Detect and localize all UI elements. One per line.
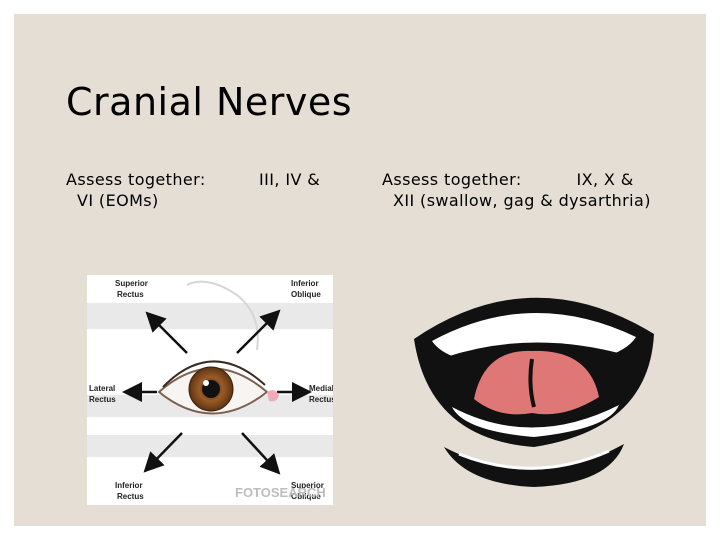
- label-inferior-rectus-2: Rectus: [117, 492, 144, 501]
- text-line: Assess together: IX, X &: [382, 170, 634, 189]
- mouth-icon: [414, 297, 654, 487]
- watermark-text: FOTOSEARCH: [235, 485, 326, 500]
- text-assess-swallow: Assess together: IX, X & XII (swallow, g…: [382, 169, 651, 211]
- mouth-illustration: [404, 279, 664, 501]
- slide-title: Cranial Nerves: [66, 80, 353, 124]
- eye-icon: [157, 360, 279, 415]
- label-superior-rectus-2: Rectus: [117, 290, 144, 299]
- text-line: XII (swallow, gag & dysarthria): [382, 191, 651, 210]
- arrow-inferior-oblique: [236, 309, 281, 354]
- label-inferior-oblique-2: Oblique: [291, 290, 321, 299]
- arrow-superior-rectus: [145, 311, 188, 354]
- label-superior-rectus: Superior: [115, 279, 148, 288]
- text-nerves-iii-iv: III, IV &: [259, 170, 321, 189]
- text-line: Assess together:: [66, 170, 206, 189]
- text-assess-eom: Assess together: VI (EOMs): [66, 169, 206, 211]
- label-superior-oblique: Superior: [291, 481, 324, 490]
- arrow-superior-oblique: [241, 432, 281, 475]
- text-line: VI (EOMs): [66, 191, 159, 210]
- slide: Cranial Nerves Assess together: VI (EOMs…: [14, 14, 706, 526]
- label-superior-oblique-2: Oblique: [291, 492, 321, 501]
- eye-muscles-diagram: Superior Rectus Inferior Oblique Lateral…: [87, 275, 333, 505]
- label-lateral-rectus-2: Rectus: [89, 395, 116, 404]
- mouth-svg: [414, 297, 654, 487]
- label-inferior-oblique: Inferior: [291, 279, 319, 288]
- label-lateral-rectus: Lateral: [89, 384, 115, 393]
- label-medial-rectus: Medial: [309, 384, 333, 393]
- label-inferior-rectus: Inferior: [115, 481, 143, 490]
- label-medial-rectus-2: Rectus: [309, 395, 333, 404]
- direction-arrows: [122, 309, 312, 475]
- arrow-inferior-rectus: [143, 432, 183, 473]
- eye-muscles-svg: Superior Rectus Inferior Oblique Lateral…: [87, 279, 333, 501]
